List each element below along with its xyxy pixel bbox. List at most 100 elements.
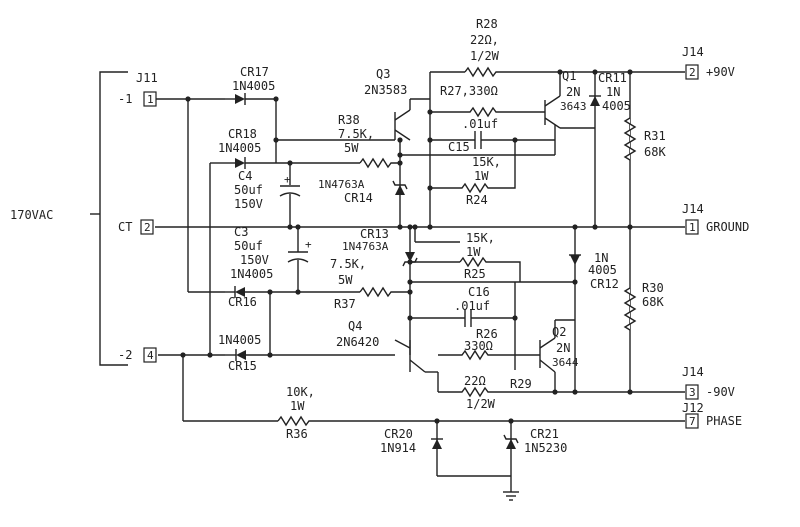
j14-top-label: J14 bbox=[682, 45, 704, 59]
r29-watt-label: 1/2W bbox=[466, 397, 496, 411]
r37-value-label: 7.5K, bbox=[330, 257, 366, 271]
q1-label: Q1 bbox=[562, 69, 576, 83]
r25-label: R25 bbox=[464, 267, 486, 281]
resistor-r29 bbox=[438, 386, 685, 398]
resistor-r26 bbox=[438, 349, 540, 361]
resistor-r36 bbox=[277, 415, 322, 427]
out-neg-pin-label: 3 bbox=[689, 386, 696, 399]
r38-label: R38 bbox=[338, 113, 360, 127]
q4-label: Q4 bbox=[348, 319, 362, 333]
c15-label: C15 bbox=[448, 140, 470, 154]
cr11-part-b: 4005 bbox=[602, 99, 631, 113]
j12-label: J12 bbox=[682, 401, 704, 415]
input-bracket bbox=[99, 71, 128, 366]
phase-label: PHASE bbox=[706, 414, 742, 428]
cr18-part-label: 1N4005 bbox=[218, 141, 261, 155]
r36-label: R36 bbox=[286, 427, 308, 441]
cr21-label: CR21 bbox=[530, 427, 559, 441]
cr16-label: CR16 bbox=[228, 295, 257, 309]
cr16-part-label: 1N4005 bbox=[230, 267, 273, 281]
cr11-part-a: 1N bbox=[606, 85, 620, 99]
cr12-part-a: 1N bbox=[594, 251, 608, 265]
q4-part-label: 2N6420 bbox=[336, 335, 379, 349]
input-voltage-label: 170VAC bbox=[10, 208, 53, 222]
c3-plus-mark: + bbox=[305, 238, 312, 251]
pin2-label: 2 bbox=[144, 221, 151, 234]
diode-cr18 bbox=[225, 157, 290, 169]
r28-label: R28 bbox=[476, 17, 498, 31]
transistor-q2 bbox=[539, 319, 575, 392]
q2-label: Q2 bbox=[552, 325, 566, 339]
r25-watt-label: 1W bbox=[466, 245, 481, 259]
c3-voltage-label: 150V bbox=[240, 253, 269, 267]
j14-bottom-label: J14 bbox=[682, 365, 704, 379]
capacitor-c4 bbox=[279, 185, 301, 227]
out-pos-pin-label: 2 bbox=[689, 66, 696, 79]
pin1-label: 1 bbox=[147, 93, 154, 106]
j14-pin3-box bbox=[685, 384, 699, 400]
diode-cr12 bbox=[569, 254, 581, 265]
r29-label: R29 bbox=[510, 377, 532, 391]
c15-value-label: .01uf bbox=[462, 117, 498, 131]
pin4-label: 4 bbox=[147, 349, 154, 362]
c16-label: C16 bbox=[468, 285, 490, 299]
resistor-r37 bbox=[359, 286, 410, 298]
r28-watt-label: 1/2W bbox=[470, 49, 500, 63]
r26-value-label: 330Ω bbox=[464, 339, 493, 353]
r24-label: R24 bbox=[466, 193, 488, 207]
resistor-r28 bbox=[464, 66, 685, 78]
j11-pin1-box bbox=[143, 91, 157, 107]
capacitor-c15 bbox=[430, 131, 555, 149]
zener-cr14 bbox=[392, 180, 408, 195]
j14-mid-label: J14 bbox=[682, 202, 704, 216]
q2-part-b: 3644 bbox=[552, 356, 579, 369]
phase-pin-label: 7 bbox=[689, 415, 696, 428]
c3-value-label: 50uf bbox=[234, 239, 263, 253]
ground-icon bbox=[503, 491, 519, 501]
resistor-r24 bbox=[430, 140, 516, 194]
c4-voltage-label: 150V bbox=[234, 197, 263, 211]
pin-minus1-label: -1 bbox=[118, 92, 132, 106]
r29-value-label: 22Ω bbox=[464, 374, 486, 388]
diode-cr20 bbox=[431, 438, 443, 449]
resistor-r27 bbox=[430, 106, 545, 118]
r36-watt-label: 1W bbox=[290, 399, 305, 413]
j14-pin2-box bbox=[685, 64, 699, 80]
transistor-q3 bbox=[394, 98, 430, 141]
r26-label: R26 bbox=[476, 327, 498, 341]
r25-value-label: 15K, bbox=[466, 231, 495, 245]
cr15-part-label: 1N4005 bbox=[218, 333, 261, 347]
q2-part-a: 2N bbox=[556, 341, 570, 355]
resistor-r38 bbox=[359, 157, 400, 169]
q3-part-label: 2N3583 bbox=[364, 83, 407, 97]
pin-minus2-label: -2 bbox=[118, 348, 132, 362]
c4-label: C4 bbox=[238, 169, 252, 183]
r30-label: R30 bbox=[642, 281, 664, 295]
j11-pin4-box bbox=[143, 347, 157, 363]
resistor-r25 bbox=[459, 256, 521, 282]
junction-dots bbox=[180, 69, 633, 424]
r38-value-label: 7.5K, bbox=[338, 127, 374, 141]
cr18-label: CR18 bbox=[228, 127, 257, 141]
out-neg-label: -90V bbox=[706, 385, 735, 399]
cr14-part-label: 1N4763A bbox=[318, 178, 365, 191]
capacitor-c16 bbox=[410, 309, 515, 327]
cr20-part-label: 1N914 bbox=[380, 441, 416, 455]
r38-watt-label: 5W bbox=[344, 141, 359, 155]
cr17-label: CR17 bbox=[240, 65, 269, 79]
r24-watt-label: 1W bbox=[474, 169, 489, 183]
cr12-part-b: 4005 bbox=[588, 263, 617, 277]
cr11-label: CR11 bbox=[598, 71, 627, 85]
ground-label: GROUND bbox=[706, 220, 749, 234]
ct-label: CT bbox=[118, 220, 132, 234]
c4-value-label: 50uf bbox=[234, 183, 263, 197]
q1-part-b: 3643 bbox=[560, 100, 587, 113]
j12-pin7-box bbox=[685, 413, 699, 429]
cr12-label: CR12 bbox=[590, 277, 619, 291]
r28-value-label: 22Ω, bbox=[470, 33, 499, 47]
r24-value-label: 15K, bbox=[472, 155, 501, 169]
cr13-label: CR13 bbox=[360, 227, 389, 241]
r36-value-label: 10K, bbox=[286, 385, 315, 399]
